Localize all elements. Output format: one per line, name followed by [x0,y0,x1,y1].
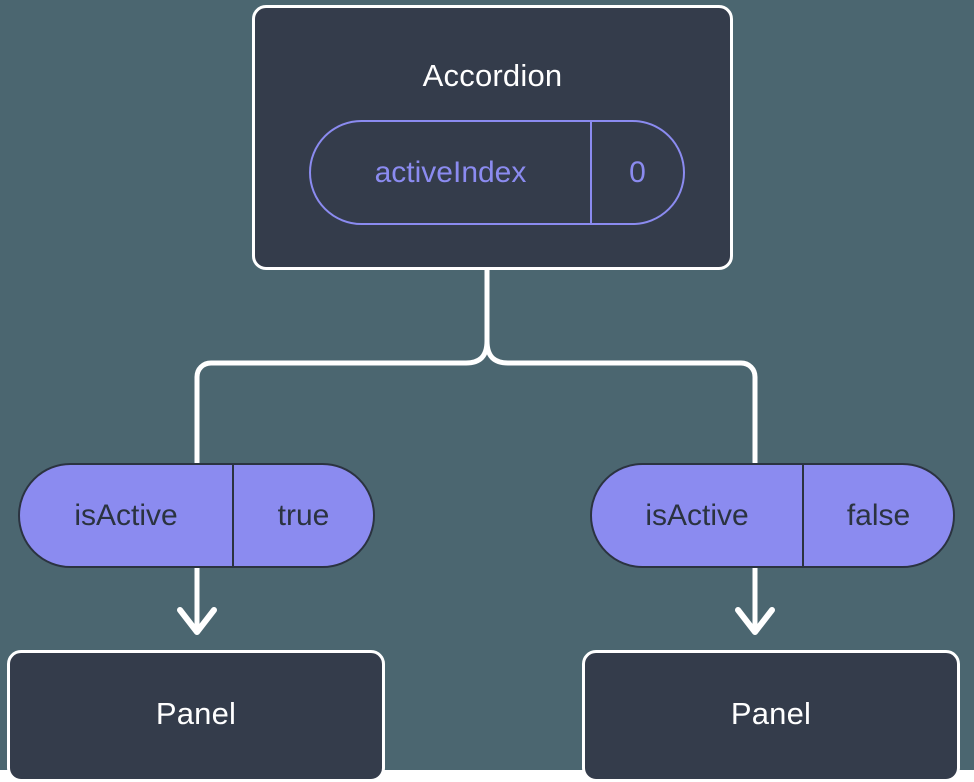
prop-pill-isactive-true[interactable]: isActive true [18,463,375,568]
node-panel-right-title: Panel [730,696,812,731]
node-panel-right[interactable]: Panel [582,650,960,782]
arrow-right-head [735,607,775,635]
node-accordion[interactable]: Accordion activeIndex 0 [252,5,733,270]
node-accordion-title: Accordion [422,58,563,93]
branch-left-line [194,340,490,463]
prop-key-isactive-left: isActive [20,465,234,566]
arrow-left-head [177,607,217,635]
node-panel-left[interactable]: Panel [7,650,385,782]
prop-key-activeindex: activeIndex [311,122,592,223]
prop-value-isactive-right: false [846,498,911,532]
prop-value-activeindex: 0 [629,155,646,189]
prop-pill-isactive-false[interactable]: isActive false [590,463,955,568]
prop-value-isactive-left: true [277,498,330,532]
prop-key-isactive-right: isActive [592,465,804,566]
prop-pill-activeindex[interactable]: activeIndex 0 [309,120,685,225]
node-panel-left-title: Panel [155,696,237,731]
branch-right-line [484,340,758,463]
